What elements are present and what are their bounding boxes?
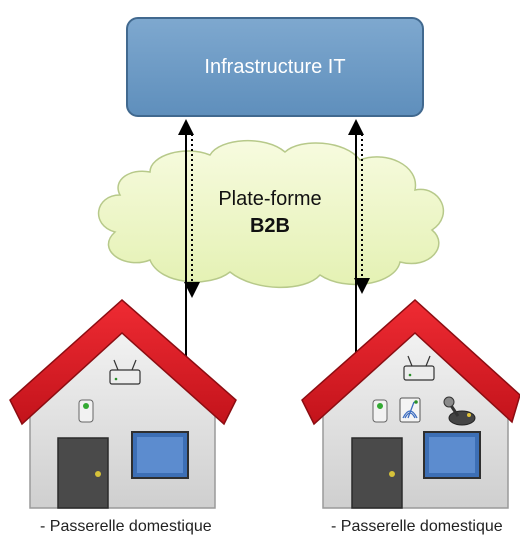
wireless-meter-icon: [399, 397, 421, 423]
door-sensor-icon: [78, 399, 94, 423]
door-sensor-icon: [372, 399, 388, 423]
infrastructure-it-box: Infrastructure IT: [126, 17, 424, 117]
gateway-router-icon: [403, 355, 435, 381]
house-left: [9, 298, 237, 509]
house-right: [301, 298, 520, 509]
house-right-caption: - Passerelle domestique: [331, 518, 503, 535]
b2b-platform-cloud: [98, 140, 444, 289]
roof-right: [301, 298, 520, 426]
platform-label: Plate-forme: [218, 188, 322, 210]
house-left-caption: - Passerelle domestique: [40, 518, 212, 535]
infrastructure-label: Infrastructure IT: [204, 55, 346, 78]
joystick-icon: [443, 396, 476, 426]
gateway-router-icon: [109, 359, 141, 385]
roof-left: [9, 298, 237, 426]
platform-name: B2B: [249, 215, 290, 237]
